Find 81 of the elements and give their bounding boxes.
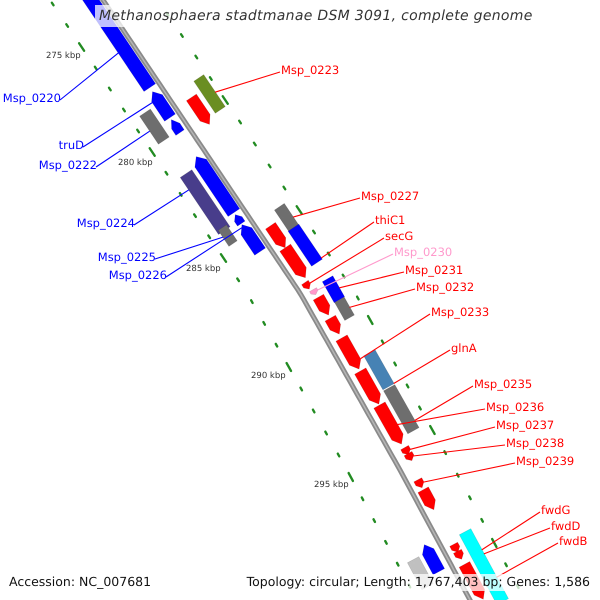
gene-feature [404, 451, 414, 461]
gene-label: Msp_0226 [108, 270, 167, 282]
gene-label: Msp_0231 [405, 265, 464, 276]
scale-label: 280 kbp [118, 159, 153, 168]
gene-label: secG [385, 231, 414, 242]
gene-feature [194, 156, 240, 217]
gene-block [180, 169, 231, 235]
footer-text: Accession: NC_007681 [9, 574, 152, 590]
gene-block [334, 296, 355, 321]
scale-label: 285 kbp [186, 265, 221, 274]
gene-label: Msp_0237 [496, 420, 554, 432]
gene-label: truD [58, 140, 84, 152]
leader-line [293, 197, 360, 218]
gene-feature [354, 368, 381, 405]
gene-feature [452, 548, 464, 560]
scale-label: 295 kbp [314, 481, 349, 490]
gene-label: Msp_0227 [361, 191, 420, 202]
gene-label: Msp_0233 [431, 307, 490, 318]
gene-block [322, 275, 345, 304]
leader-line [166, 227, 242, 278]
gene-feature [324, 314, 341, 335]
leader-line [414, 386, 474, 421]
leader-line [397, 408, 486, 426]
gene-label: Msp_0230 [394, 247, 452, 258]
gene-label: Msp_0232 [416, 282, 474, 294]
gene-label: glnA [451, 343, 477, 354]
leader-line [413, 444, 506, 457]
gene-label: Msp_0236 [486, 402, 544, 414]
leader-line [481, 512, 540, 550]
gene-label: Msp_0235 [474, 379, 532, 390]
leader-line [154, 236, 224, 260]
gene-label: Msp_0239 [516, 456, 574, 468]
gene-label: fwdD [551, 521, 580, 532]
gene-block [363, 349, 395, 390]
gene-feature [186, 94, 210, 125]
leader-line [423, 462, 516, 483]
gene-block [218, 224, 238, 247]
gene-label: Msp_0223 [281, 65, 340, 76]
gene-feature [240, 224, 266, 256]
gene-label: Msp_0220 [2, 93, 61, 104]
gene-block [193, 74, 226, 114]
leader-line [320, 222, 374, 259]
leader-line [214, 71, 280, 93]
leader-line [484, 527, 550, 554]
gene-label: Msp_0224 [76, 218, 135, 230]
gene-feature [418, 486, 436, 510]
gene-label: Msp_0222 [38, 160, 97, 172]
scale-label: 275 kbp [46, 52, 81, 60]
leader-line [393, 350, 450, 384]
gene-label: fwdG [541, 505, 570, 516]
scale-label: 290 kbp [251, 372, 286, 380]
gene-feature [301, 280, 311, 290]
gene-block [383, 384, 420, 434]
gene-block [288, 224, 323, 267]
gene-feature [234, 214, 246, 227]
gene-feature [309, 287, 318, 295]
gene-label: fwdB [559, 536, 588, 548]
leader-line [96, 130, 150, 168]
leader-line [317, 254, 394, 290]
gene-feature [151, 91, 176, 122]
footer-text: Topology: circular; Length: 1,767,403 bp; Genes: 1,586 [246, 574, 590, 590]
gene-feature [312, 294, 330, 316]
leader-line [134, 189, 190, 226]
leader-line [60, 52, 119, 100]
gene-feature [449, 542, 460, 553]
gene-feature [336, 334, 362, 370]
gene-feature [413, 477, 424, 488]
leader-line [339, 271, 404, 288]
gene-feature [422, 544, 445, 576]
gene-label: thiC1 [375, 215, 406, 226]
leader-line [360, 314, 430, 360]
leader-line [82, 102, 153, 148]
leader-line [349, 288, 416, 308]
gene-feature [373, 402, 404, 445]
gene-label: Msp_0238 [506, 438, 564, 450]
leader-line [410, 426, 496, 450]
gene-feature [279, 244, 307, 278]
gene-block [139, 108, 170, 145]
gene-label: Msp_0225 [98, 252, 156, 264]
leader-line [309, 238, 384, 284]
gene-feature [400, 445, 411, 455]
